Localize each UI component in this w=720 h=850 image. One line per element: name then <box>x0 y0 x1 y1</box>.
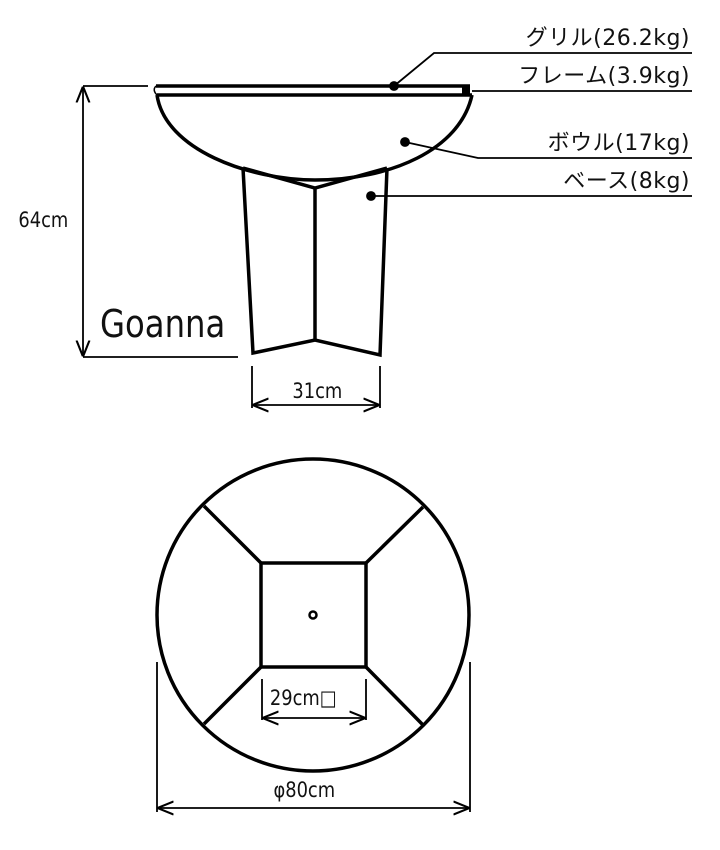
spoke-top-right <box>364 505 425 565</box>
bowl-circle <box>155 457 471 773</box>
height-dimension <box>83 85 238 358</box>
height-label: 64cm <box>18 208 69 232</box>
label-bowl: ボウル(17kg) <box>547 131 690 156</box>
spoke-bottom-right <box>364 665 425 727</box>
base-square-label: 29cm□ <box>269 686 337 710</box>
bowl-outline <box>155 94 474 182</box>
label-base: ベース(8kg) <box>563 169 690 194</box>
spoke-top-left <box>202 504 263 565</box>
side-view <box>83 52 692 408</box>
leader-grill <box>389 52 692 91</box>
spoke-bottom-left <box>202 665 263 726</box>
leader-base <box>366 191 692 201</box>
base-width-dimension <box>251 366 381 408</box>
base-width-label: 31cm <box>292 379 343 403</box>
base-top-v <box>242 166 388 190</box>
top-view <box>155 457 471 812</box>
diameter-dimension <box>156 662 471 812</box>
diameter-label: φ80cm <box>273 778 336 802</box>
label-frame: フレーム(3.9kg) <box>518 64 690 89</box>
center-hole <box>308 610 318 620</box>
base-square <box>259 561 368 669</box>
leader-bowl <box>400 137 692 159</box>
square-dimension <box>261 679 367 720</box>
model-name: Goanna <box>100 302 226 346</box>
frame-end-cap <box>462 86 470 95</box>
label-grill: グリル(26.2kg) <box>525 26 690 51</box>
